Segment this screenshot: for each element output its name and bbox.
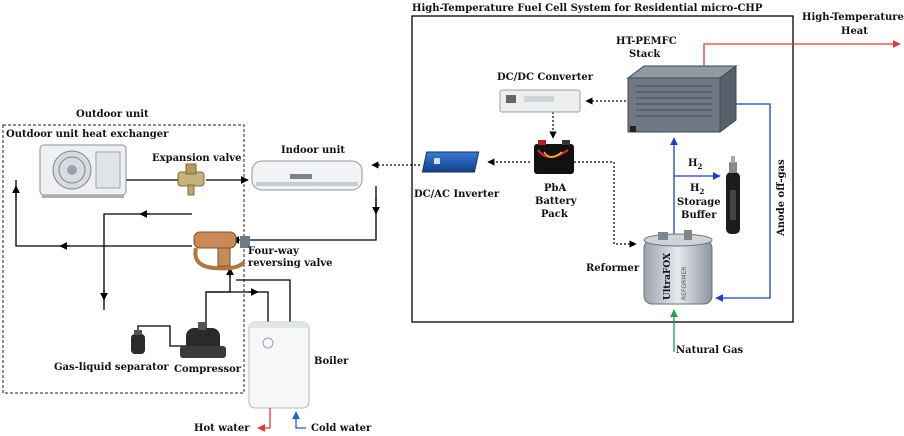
reformer-brand: UltraFOX [663,253,673,300]
h2-label: H2 [688,158,702,171]
ht-heat-label-1: High-Temperature [802,12,904,23]
outdoor-hx-label: Outdoor unit heat exchanger [6,129,169,140]
hot-water-line [257,408,271,432]
stack-label-2: Stack [629,49,661,60]
storage-label-2: Buffer [681,210,717,221]
cold-water-line [292,411,306,429]
hot-water-label: Hot water [194,423,250,434]
compressor-label: Compressor [174,364,242,375]
dcac-inverter [421,151,480,173]
pba-label-3: Pack [541,209,569,220]
dcdc-converter [499,89,581,113]
fuel-cell-system-boundary [411,15,794,323]
indoor-unit-label: Indoor unit [281,145,345,156]
expansion-valve [177,163,205,196]
system-title: High-Temperature Fuel Cell System for Re… [412,3,763,14]
indoor-unit [251,160,363,191]
pba-label-2: Battery [535,196,578,207]
reformer-brand-sub: REFORMER [681,267,688,300]
natural-gas-label: Natural Gas [676,345,744,356]
dcdc-label: DC/DC Converter [497,72,594,83]
gas-liquid-separator-label: Gas-liquid separator [54,362,169,373]
ht-heat-label-2: Heat [841,26,868,37]
reformer: UltraFOX REFORMER [643,230,713,305]
storage-label-1: Storage [677,197,721,208]
boiler [248,321,310,409]
gas-liquid-separator [131,330,145,354]
compressor [180,322,226,358]
storage-h2-label: H2 [690,183,704,196]
cold-water-label: Cold water [311,423,372,434]
reformer-label: Reformer [586,263,640,274]
four-way-reversing-valve [193,231,250,271]
outdoor-unit-boundary [2,124,245,394]
four-way-label-2: reversing valve [248,258,333,269]
ht-pemfc-stack [626,65,738,133]
h2-storage-buffer [726,156,740,234]
hydrogen-lines [670,103,771,302]
stack-label-1: HT-PEMFC [616,36,677,47]
dcac-label: DC/AC Inverter [414,189,500,200]
expansion-valve-label: Expansion valve [152,153,241,164]
outdoor-unit-label: Outdoor unit [76,109,149,120]
anode-offgas-label: Anode off-gas [776,159,787,237]
outdoor-heat-exchanger [39,144,127,198]
pba-label-1: PbA [544,183,567,194]
electrical-links [371,97,637,248]
high-temperature-heat-line [703,40,901,66]
pba-battery-pack [534,140,574,174]
boiler-label: Boiler [314,356,349,367]
four-way-label-1: Four-way [248,246,300,257]
